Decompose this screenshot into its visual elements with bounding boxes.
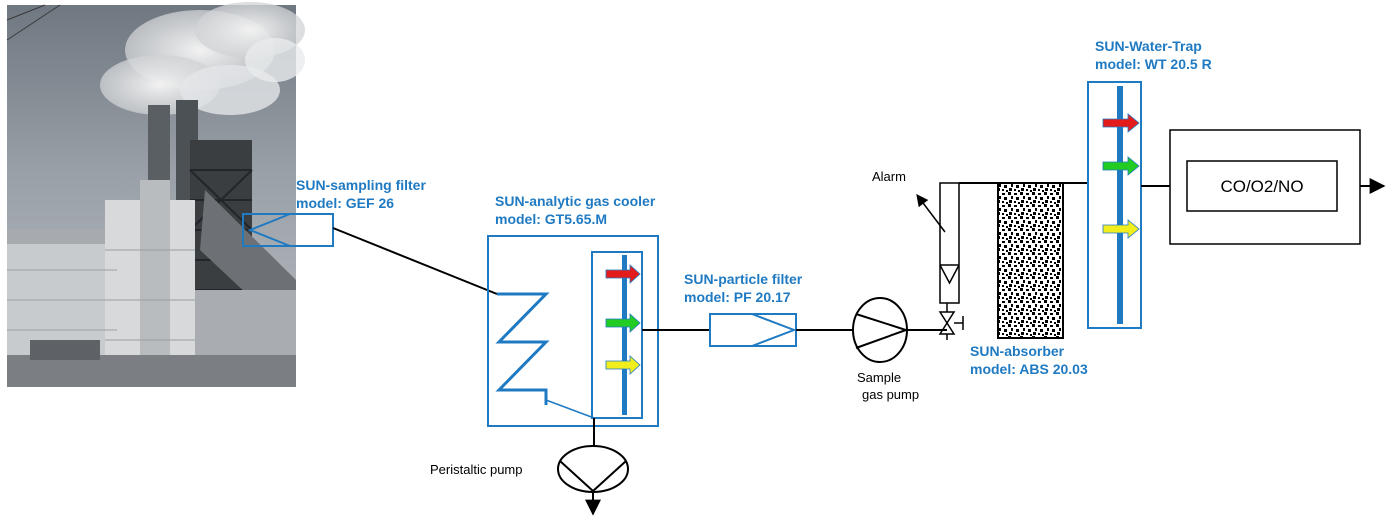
power-plant-photo bbox=[6, 2, 305, 387]
peristaltic-pump-label: Peristaltic pump bbox=[430, 462, 522, 477]
cooler-heat-exchanger bbox=[591, 251, 643, 419]
sample-line-to-cooler bbox=[332, 227, 498, 295]
sampling-filter bbox=[242, 213, 334, 247]
particle-filter bbox=[709, 313, 797, 347]
alarm-arrow-icon bbox=[916, 194, 946, 233]
sample-gas-pump bbox=[852, 297, 910, 363]
gas-cooler bbox=[487, 235, 659, 427]
particle-filter-name: SUN-particle filter bbox=[684, 271, 803, 287]
water-trap-model: model: WT 20.5 R bbox=[1095, 56, 1212, 72]
sampling-filter-model: model: GEF 26 bbox=[296, 195, 394, 211]
gas-cooler-model: model: GT5.65.M bbox=[495, 211, 607, 227]
analyzer bbox=[1169, 129, 1386, 245]
green-arrow-icon bbox=[1102, 156, 1140, 176]
valve-icon bbox=[938, 311, 956, 325]
sample-pump-label-2: gas pump bbox=[862, 387, 919, 402]
yellow-arrow-icon bbox=[1102, 219, 1140, 239]
absorber-name: SUN-absorber bbox=[970, 343, 1065, 359]
analyzer-label: CO/O2/NO bbox=[1220, 177, 1303, 196]
particle-filter-model: model: PF 20.17 bbox=[684, 289, 791, 305]
absorber bbox=[997, 182, 1064, 339]
water-trap bbox=[1087, 81, 1142, 329]
green-arrow-icon bbox=[605, 313, 641, 333]
alarm-label: Alarm bbox=[872, 169, 906, 184]
sampling-filter-name: SUN-sampling filter bbox=[296, 177, 426, 193]
red-arrow-icon bbox=[1102, 113, 1140, 133]
gas-cooler-name: SUN-analytic gas cooler bbox=[495, 193, 656, 209]
red-arrow-icon bbox=[605, 264, 641, 284]
smoke-cloud bbox=[100, 2, 305, 115]
flow-monitor bbox=[916, 182, 964, 340]
sample-pump-label-1: Sample bbox=[857, 370, 901, 385]
yellow-arrow-icon bbox=[605, 355, 641, 375]
water-trap-name: SUN-Water-Trap bbox=[1095, 38, 1202, 54]
absorber-model: model: ABS 20.03 bbox=[970, 361, 1088, 377]
peristaltic-pump bbox=[557, 445, 629, 516]
cooler-coil bbox=[495, 292, 550, 405]
